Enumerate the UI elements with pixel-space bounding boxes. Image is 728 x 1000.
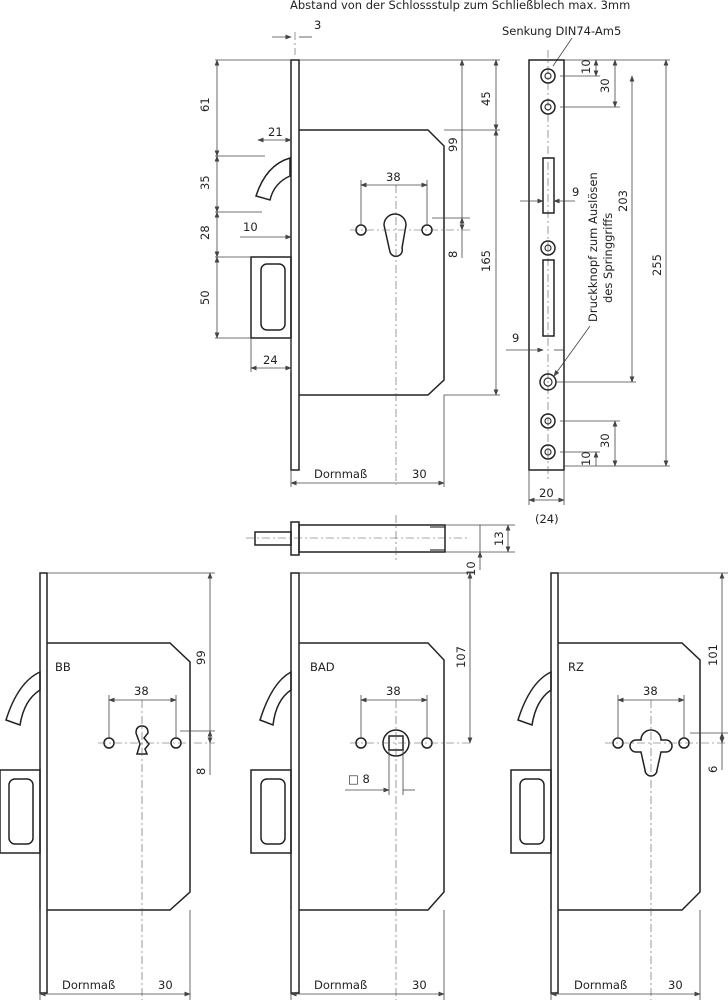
dim-30: 30 — [412, 467, 427, 481]
header-note: Abstand von der Schlossstulp zum Schließ… — [290, 0, 630, 12]
faceplate-view — [528, 50, 565, 480]
side-dim-13: 13 — [492, 531, 506, 546]
bb-dim-8: 8 — [194, 768, 208, 775]
bb-dim-99: 99 — [194, 650, 208, 665]
dim-45: 45 — [479, 91, 493, 106]
bb-dimensions: BB 38 99 8 Dornmaß 30 — [39, 572, 215, 1000]
faceplate-dimensions: 10 30 9 203 255 Druckknopf zum Auslösen … — [506, 59, 670, 526]
release-label-1: Druckknopf zum Auslösen — [586, 172, 600, 322]
dim-50: 50 — [198, 290, 212, 305]
fp-dim-30-top: 30 — [598, 78, 612, 93]
bad-dim-107: 107 — [454, 646, 468, 668]
rz-dim-38: 38 — [643, 684, 658, 698]
bb-dim-38: 38 — [134, 684, 149, 698]
rz-dornmass: Dornmaß — [574, 978, 627, 992]
rz-dim-30: 30 — [668, 978, 683, 992]
dim-38: 38 — [386, 170, 401, 184]
bad-dimensions: BAD 38 107 □ 8 Dornmaß 30 — [290, 572, 475, 1000]
top-view-dimensions: 3 61 35 28 50 21 10 24 38 99 4 — [198, 18, 500, 487]
dim-28: 28 — [198, 225, 212, 240]
bb-dornmass: Dornmaß — [62, 978, 115, 992]
dim-35: 35 — [198, 175, 212, 190]
rz-dimensions: RZ 38 101 6 Dornmaß 30 — [550, 572, 728, 1000]
bad-dim-38: 38 — [386, 684, 401, 698]
dim-61: 61 — [198, 97, 212, 112]
bad-dim-30: 30 — [412, 978, 427, 992]
rz-dim-101: 101 — [706, 644, 720, 666]
fp-dim-20: 20 — [539, 486, 554, 500]
side-dim-10: 10 — [464, 561, 478, 576]
rz-dim-6: 6 — [706, 766, 720, 773]
bb-label: BB — [55, 660, 71, 674]
side-view: 13 10 — [246, 515, 515, 576]
fp-dim-10-bot: 10 — [579, 451, 593, 466]
countersink-label: Senkung DIN74-Am5 — [502, 24, 621, 38]
bad-dornmass: Dornmaß — [314, 978, 367, 992]
dim-3: 3 — [314, 18, 321, 32]
dim-8: 8 — [446, 251, 460, 258]
dim-21: 21 — [268, 125, 283, 139]
bad-label: BAD — [310, 660, 335, 674]
lock-body-pz — [250, 32, 470, 485]
fp-dim-30-bot: 30 — [598, 433, 612, 448]
release-label-2: des Springgriffs — [601, 213, 615, 303]
dim-165: 165 — [479, 250, 493, 272]
fp-dim-9-a: 9 — [572, 185, 579, 199]
lock-body-bb — [0, 572, 215, 1000]
dim-99: 99 — [446, 137, 460, 152]
fp-dim-9-b: 9 — [512, 331, 519, 345]
fp-dim-203: 203 — [616, 190, 630, 212]
fp-dim-255: 255 — [650, 254, 664, 276]
dornmass-label: Dornmaß — [314, 467, 367, 481]
lock-body-rz — [510, 572, 728, 1000]
bb-dim-30: 30 — [158, 978, 173, 992]
lock-body-bad — [250, 572, 470, 1000]
dim-24: 24 — [263, 353, 278, 367]
fp-dim-24: (24) — [535, 512, 559, 526]
rz-label: RZ — [568, 660, 584, 674]
fp-dim-10-top: 10 — [579, 59, 593, 74]
dim-10: 10 — [243, 220, 258, 234]
bad-dim-square: □ 8 — [348, 772, 370, 786]
